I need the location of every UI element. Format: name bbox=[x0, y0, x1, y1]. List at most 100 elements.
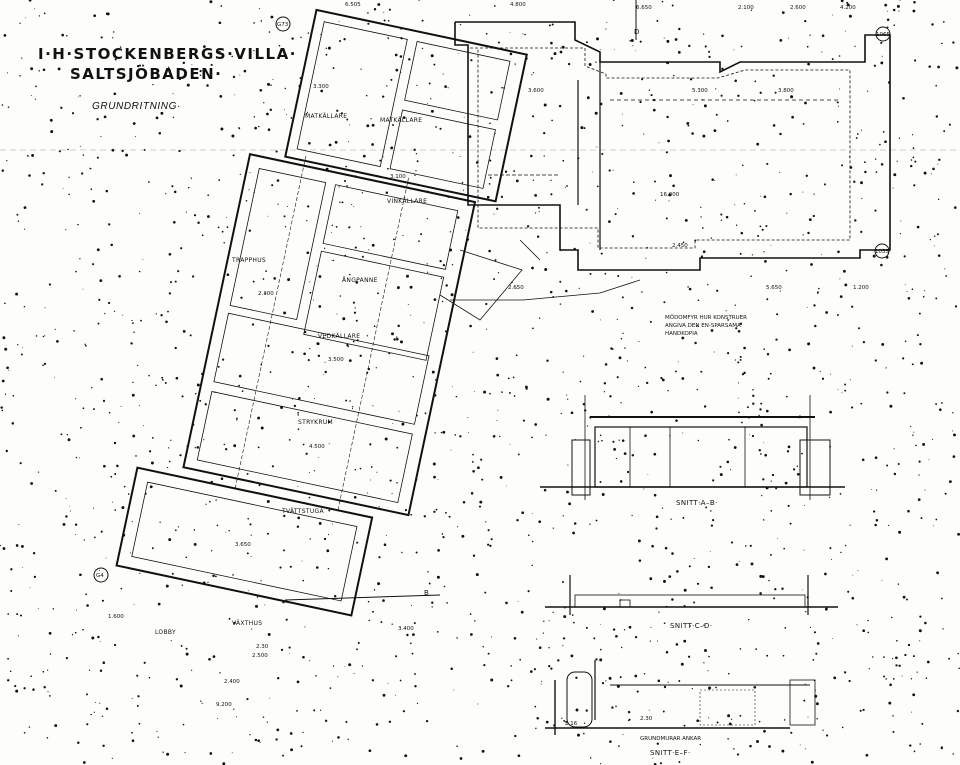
speckle-dot bbox=[52, 608, 55, 610]
speckle-dot bbox=[784, 627, 787, 629]
speckle-dot bbox=[831, 58, 834, 61]
dim-label: 4.800 bbox=[510, 2, 526, 8]
speckle-dot bbox=[649, 320, 652, 323]
speckle-dot bbox=[912, 156, 915, 159]
speckle-dot bbox=[131, 319, 133, 322]
speckle-dot bbox=[688, 287, 692, 291]
speckle-dot bbox=[809, 34, 811, 36]
speckle-dot bbox=[34, 98, 37, 100]
speckle-dot bbox=[548, 24, 551, 27]
speckle-dot bbox=[269, 371, 272, 373]
speckle-dot bbox=[264, 292, 266, 294]
speckle-dot bbox=[505, 601, 508, 605]
speckle-dot bbox=[615, 634, 618, 638]
speckle-dot bbox=[846, 1, 849, 4]
speckle-dot bbox=[347, 141, 349, 143]
speckle-dot bbox=[167, 310, 169, 313]
speckle-dot bbox=[817, 293, 819, 295]
speckle-dot bbox=[481, 749, 485, 753]
speckle-dot bbox=[19, 75, 21, 77]
speckle-dot bbox=[919, 343, 922, 346]
speckle-dot bbox=[758, 449, 761, 452]
speckle-dot bbox=[123, 485, 126, 488]
speckle-dot bbox=[197, 221, 200, 225]
speckle-dot bbox=[937, 163, 939, 165]
speckle-dot bbox=[10, 589, 13, 593]
speckle-dot bbox=[28, 726, 31, 728]
speckle-dot bbox=[925, 677, 928, 679]
dim-label: 3.500 bbox=[328, 357, 344, 363]
speckle-dot bbox=[149, 485, 153, 489]
speckle-dot bbox=[133, 331, 135, 333]
section-c-d bbox=[545, 575, 838, 615]
speckle-dot bbox=[401, 422, 405, 426]
speckle-dot bbox=[948, 123, 951, 126]
speckle-dot bbox=[134, 136, 136, 138]
speckle-dot bbox=[386, 85, 388, 87]
speckle-dot bbox=[160, 314, 163, 317]
speckle-dot bbox=[297, 396, 301, 400]
speckle-dot bbox=[831, 558, 833, 561]
speckle-dot bbox=[450, 667, 453, 671]
speckle-dot bbox=[328, 143, 332, 147]
speckle-dot bbox=[846, 3, 850, 7]
speckle-dot bbox=[630, 39, 634, 42]
speckle-dot bbox=[165, 193, 167, 195]
speckle-dot bbox=[383, 11, 385, 13]
speckle-dot bbox=[250, 534, 252, 536]
speckle-dot bbox=[765, 409, 769, 413]
speckle-dot bbox=[861, 198, 863, 200]
speckle-dot bbox=[427, 571, 429, 573]
speckle-dot bbox=[416, 84, 418, 86]
speckle-dot bbox=[612, 0, 615, 1]
speckle-dot bbox=[373, 325, 376, 328]
speckle-dot bbox=[930, 173, 932, 175]
speckle-dot bbox=[316, 342, 320, 345]
speckle-dot bbox=[446, 602, 448, 604]
speckle-dot bbox=[805, 748, 807, 750]
speckle-dot bbox=[652, 108, 656, 112]
speckle-dot bbox=[854, 219, 857, 222]
speckle-dot bbox=[551, 119, 553, 122]
speckle-dot bbox=[180, 644, 183, 647]
speckle-dot bbox=[656, 742, 659, 745]
speckle-dot bbox=[733, 748, 735, 750]
speckle-dot bbox=[703, 104, 707, 108]
speckle-dot bbox=[236, 419, 238, 421]
speckle-dot bbox=[577, 733, 580, 737]
speckle-dot bbox=[136, 64, 140, 68]
speckle-dot bbox=[260, 20, 263, 22]
speckle-dot bbox=[719, 473, 723, 477]
speckle-dot bbox=[760, 453, 762, 455]
speckle-dot bbox=[667, 681, 669, 683]
speckle-dot bbox=[164, 382, 167, 384]
speckle-dot bbox=[601, 493, 605, 496]
speckle-dot bbox=[608, 676, 612, 680]
speckle-dot bbox=[615, 457, 618, 460]
speckle-dot bbox=[415, 170, 417, 172]
speckle-dot bbox=[677, 361, 679, 363]
speckle-dot bbox=[79, 145, 81, 147]
foundation-note: MÖDOMFYR HUR KONSTRUER ANGIVA DEN EN-SPA… bbox=[665, 314, 747, 337]
speckle-dot bbox=[549, 290, 553, 294]
speckle-dot bbox=[701, 227, 704, 229]
speckle-dot bbox=[179, 684, 183, 688]
speckle-dot bbox=[747, 618, 750, 621]
section-a-b-label: SNITT·A–B· bbox=[676, 499, 718, 507]
speckle-dot bbox=[342, 317, 346, 321]
speckle-dot bbox=[708, 55, 711, 59]
speckle-dot bbox=[599, 623, 601, 625]
speckle-dot bbox=[445, 284, 448, 287]
speckle-dot bbox=[137, 695, 140, 698]
speckle-dot bbox=[594, 111, 598, 115]
speckle-dot bbox=[874, 456, 878, 459]
speckle-dot bbox=[441, 300, 444, 303]
speckle-dot bbox=[879, 143, 881, 146]
speckle-dot bbox=[524, 33, 526, 36]
speckle-dot bbox=[28, 0, 32, 2]
speckle-dot bbox=[341, 201, 344, 204]
speckle-dot bbox=[443, 585, 446, 588]
room-matkallare-1: MATKÄLLARE bbox=[305, 113, 347, 120]
speckle-dot bbox=[346, 343, 349, 347]
speckle-dot bbox=[457, 526, 459, 528]
